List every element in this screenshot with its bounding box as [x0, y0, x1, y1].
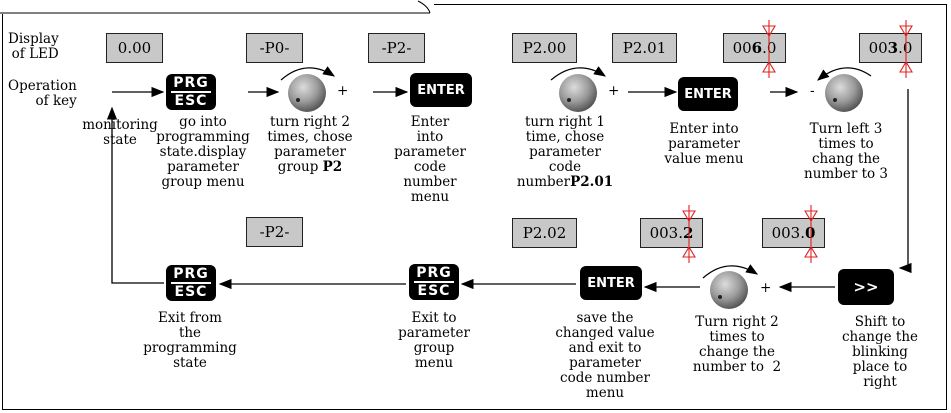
step-text: turn right 2 times, chose parameter grou… [267, 114, 353, 175]
led-display-003-b: 003.0 [762, 218, 825, 248]
blinking-digit: 0 [804, 224, 816, 242]
led-digits-pre: 00 [732, 39, 752, 57]
step-save-exit: save the changed value and exit to param… [555, 310, 655, 401]
flow-arrow [106, 106, 164, 284]
led-display-p2-exit: -P2- [246, 217, 303, 247]
shift-key: >> [838, 269, 894, 305]
rotary-knob-icon [280, 66, 336, 112]
operation-row-label: Operation of key [8, 78, 77, 109]
led-display-start: 0.00 [106, 33, 163, 63]
step-text-bold: P2 [322, 159, 343, 175]
blinking-digit: 3 [887, 39, 899, 57]
knob-plus-sign: + [337, 83, 349, 99]
led-display-p201: P2.01 [612, 33, 677, 63]
rotary-knob-icon [550, 66, 607, 112]
prg-key-label: PRG [414, 265, 454, 283]
step-text-bold: P2.01 [570, 174, 614, 190]
top-tab-outline [0, 0, 431, 14]
esc-key-label: ESC [417, 283, 451, 299]
blink-marker-icon [682, 205, 696, 263]
blink-marker-icon [804, 205, 818, 263]
step-turn-right-2b: Turn right 2 times to change the number … [692, 314, 782, 375]
step-exit-group-menu: Exit to parameter group menu [398, 310, 470, 371]
blink-marker-icon [899, 20, 913, 78]
led-display-p200: P2.00 [512, 33, 577, 63]
prg-key-label: PRG [171, 75, 211, 93]
led-digits-pre: 00 [868, 39, 888, 57]
step-enter-programming: go into programming state.display parame… [156, 114, 250, 190]
top-tab-cutout [0, 0, 434, 14]
led-display-p0: -P0- [246, 33, 303, 63]
led-digits-pre: 003. [649, 224, 683, 242]
knob-minus-sign: - [810, 83, 815, 99]
prg-esc-key: PRG ESC [166, 265, 216, 301]
esc-key-label: ESC [174, 284, 208, 300]
step-turn-right-1: turn right 1 time, chose parameter code … [510, 115, 620, 190]
knob-plus-sign: + [608, 83, 620, 99]
rotary-knob-icon [702, 264, 759, 309]
step-enter-code-menu: Enter into parameter code number menu [394, 114, 466, 205]
blinking-digit: 2 [682, 224, 694, 242]
step-exit-programming: Exit from the programming state [143, 310, 237, 371]
step-turn-right-2: turn right 2 times, chose parameter grou… [256, 115, 364, 175]
led-digits-post: .0 [898, 39, 913, 57]
prg-key-label: PRG [171, 266, 211, 284]
step-monitoring-state: monitoring state [82, 117, 158, 148]
rotary-knob-icon [817, 67, 872, 112]
led-display-p202: P2.02 [512, 218, 577, 248]
blink-marker-icon [762, 20, 776, 78]
enter-key: ENTER [410, 73, 472, 107]
enter-key: ENTER [678, 77, 738, 111]
step-text: turn right 1 time, chose parameter code … [516, 114, 605, 190]
esc-key-label: ESC [174, 93, 208, 109]
display-row-label: Display of LED [8, 31, 59, 62]
step-enter-value-menu: Enter into parameter value menu [664, 121, 744, 167]
blinking-digit: 6 [751, 39, 763, 57]
step-shift-right: Shift to change the blinking place to ri… [841, 314, 919, 390]
knob-plus-sign: + [760, 280, 772, 296]
step-turn-left-3: Turn left 3 times to chang the number to… [804, 121, 888, 182]
diagram-frame [2, 4, 947, 410]
enter-key: ENTER [580, 266, 642, 300]
led-display-003-c: 003.2 [640, 218, 703, 248]
prg-esc-key: PRG ESC [409, 264, 459, 300]
prg-esc-key: PRG ESC [166, 74, 216, 110]
led-digits-pre: 003. [771, 224, 805, 242]
led-display-p2: -P2- [368, 33, 425, 63]
